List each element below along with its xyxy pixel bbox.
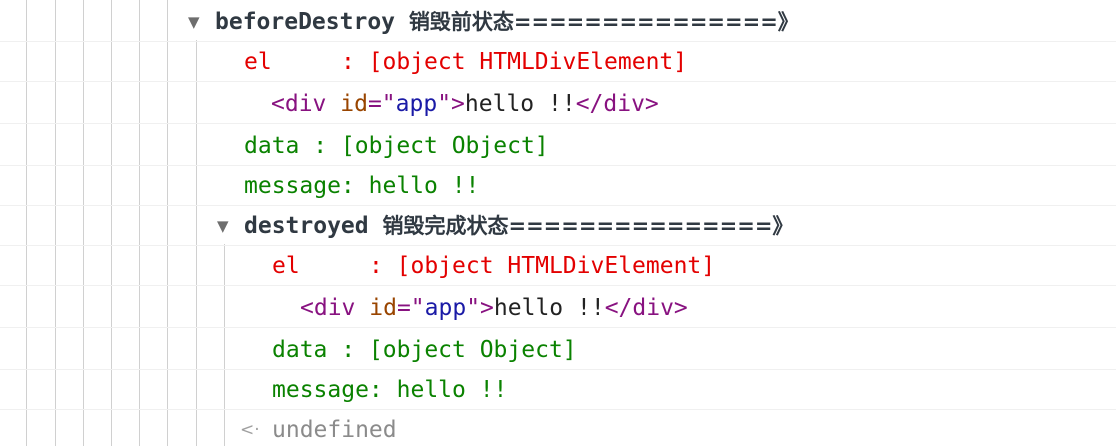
- indent-guide: [111, 0, 112, 446]
- disclosure-triangle-icon[interactable]: ▼: [217, 217, 229, 235]
- indent-guide: [224, 244, 225, 446]
- html-attr-name: id: [369, 295, 397, 321]
- html-element-node[interactable]: <div id="app">hello !!</div>: [300, 288, 688, 328]
- el-separator: :: [368, 253, 397, 279]
- indent-guide: [167, 0, 168, 446]
- indent-guide: [196, 40, 197, 446]
- log-line-el: el : [object HTMLDivElement]: [244, 42, 687, 82]
- el-separator: :: [340, 49, 369, 75]
- el-key: el: [272, 253, 369, 279]
- indent-guide: [83, 0, 84, 446]
- html-text-content: hello !!: [493, 295, 605, 321]
- el-value: [object HTMLDivElement]: [396, 253, 716, 279]
- console-log-row: el : [object HTMLDivElement]: [0, 42, 1116, 82]
- html-open-tag-end: ">: [437, 91, 465, 117]
- html-attr-value: app: [424, 295, 467, 321]
- group-label: 销毁前状态===============》: [408, 10, 799, 34]
- console-log-row: message: hello !!: [0, 166, 1116, 206]
- html-text-content: hello !!: [464, 91, 576, 117]
- el-value: [object HTMLDivElement]: [368, 49, 688, 75]
- indent-guide: [139, 0, 140, 446]
- html-element-node[interactable]: <div id="app">hello !!</div>: [271, 84, 659, 124]
- console-group-header-destroyed[interactable]: ▼ destroyed 销毁完成状态===============》: [0, 206, 1116, 246]
- html-open-tag: <div: [300, 295, 356, 321]
- log-line-data: data : [object Object]: [244, 133, 549, 159]
- html-open-tag-end: ">: [466, 295, 494, 321]
- console-group-header-beforeDestroy[interactable]: ▼ beforeDestroy 销毁前状态===============》: [0, 2, 1116, 42]
- console-log-row: data : [object Object]: [0, 330, 1116, 370]
- html-attr-value: app: [395, 91, 438, 117]
- html-attr-eq: =": [396, 295, 425, 321]
- html-open-tag: <div: [271, 91, 327, 117]
- indent-guide: [26, 0, 27, 446]
- group-title: destroyed 销毁完成状态===============》: [244, 206, 793, 246]
- console-log-row: el : [object HTMLDivElement]: [0, 246, 1116, 286]
- console-log-row: data : [object Object]: [0, 126, 1116, 166]
- log-line-message: message: hello !!: [272, 377, 508, 403]
- group-title: beforeDestroy 销毁前状态===============》: [215, 2, 799, 42]
- disclosure-triangle-icon[interactable]: ▼: [188, 13, 200, 31]
- html-attr-eq: =": [367, 91, 396, 117]
- group-name: beforeDestroy: [215, 9, 396, 35]
- return-value: undefined: [272, 417, 397, 443]
- group-name: destroyed: [244, 213, 369, 239]
- html-close-tag: </div>: [604, 295, 688, 321]
- log-line-data: data : [object Object]: [272, 337, 577, 363]
- log-line-el: el : [object HTMLDivElement]: [272, 246, 715, 286]
- console-html-row[interactable]: <div id="app">hello !!</div>: [0, 288, 1116, 328]
- console-return-row: <· undefined: [0, 410, 1116, 446]
- html-close-tag: </div>: [575, 91, 659, 117]
- return-arrow-icon: <·: [240, 420, 260, 440]
- log-line-message: message: hello !!: [244, 173, 480, 199]
- el-key: el: [244, 49, 341, 75]
- console-html-row[interactable]: <div id="app">hello !!</div>: [0, 84, 1116, 124]
- html-attr-name: id: [340, 91, 368, 117]
- indent-guide: [55, 0, 56, 446]
- group-label: 销毁完成状态===============》: [382, 214, 794, 238]
- console-log-row: message: hello !!: [0, 370, 1116, 410]
